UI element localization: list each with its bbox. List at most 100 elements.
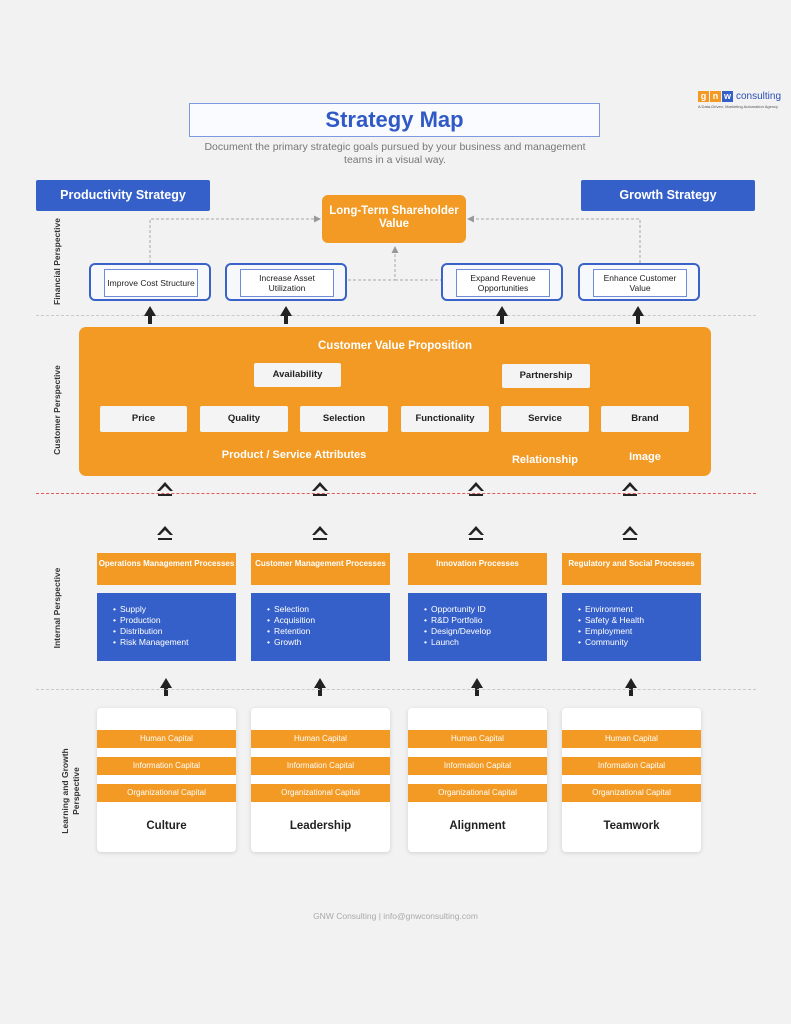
up-arrow-icon [144,306,156,324]
customer-value-title: Customer Value Proposition [318,340,472,352]
list-item: Production [113,615,236,626]
long-term-shareholder-value: Long-Term Shareholder Value [322,195,466,243]
capital-band: Information Capital [97,757,236,775]
perspective-divider [36,493,756,494]
learning-card: Human Capital Information Capital Organi… [408,708,547,852]
process-header: Customer Management Processes [251,553,390,585]
up-arrow-icon [632,306,644,324]
list-item: Opportunity ID [424,604,547,615]
fin-item-label: Expand Revenue Opportunities [456,269,550,297]
product-service-attributes-label: Product / Service Attributes [221,449,367,461]
up-arrow-icon [471,678,483,696]
cust-attr: Selection [300,406,388,432]
list-item: R&D Portfolio [424,615,547,626]
double-chevron-up-icon [312,482,328,496]
capital-band: Organizational Capital [251,784,390,802]
process-header: Operations Management Processes [97,553,236,585]
learning-card: Human Capital Information Capital Organi… [97,708,236,852]
double-chevron-up-icon [312,526,328,540]
internal-perspective-label: Internal Perspective [52,567,62,649]
capital-band: Organizational Capital [97,784,236,802]
list-item: Safety & Health [578,615,701,626]
cust-attr: Price [100,406,187,432]
logo-letter: n [710,91,721,102]
growth-strategy-label: Growth Strategy [581,180,755,211]
up-arrow-icon [160,678,172,696]
page-subtitle: Document the primary strategic goals pur… [204,141,586,166]
logo-letter: g [698,91,709,102]
fin-item-label: Improve Cost Structure [104,269,198,297]
learning-card-title: Teamwork [603,820,660,832]
list-item: Selection [267,604,390,615]
fin-item-label: Enhance Customer Value [593,269,687,297]
list-item: Growth [267,637,390,648]
process-header: Innovation Processes [408,553,547,585]
capital-band: Human Capital [562,730,701,748]
cust-availability: Availability [254,363,341,387]
capital-band: Human Capital [408,730,547,748]
process-list: Environment Safety & Health Employment C… [562,593,701,661]
fin-expand-revenue: Expand Revenue Opportunities [441,263,563,301]
capital-band: Human Capital [251,730,390,748]
perspective-divider [36,315,756,316]
image-label: Image [629,451,661,463]
learning-growth-perspective-label: Learning and Growth Perspective [60,748,81,834]
fin-enhance-value: Enhance Customer Value [578,263,700,301]
cust-attr: Brand [601,406,689,432]
learning-card: Human Capital Information Capital Organi… [251,708,390,852]
list-item: Acquisition [267,615,390,626]
capital-band: Information Capital [408,757,547,775]
capital-band: Information Capital [251,757,390,775]
logo-word: consulting [736,91,782,102]
capital-band: Organizational Capital [562,784,701,802]
list-item: Supply [113,604,236,615]
up-arrow-icon [496,306,508,324]
process-header: Regulatory and Social Processes [562,553,701,585]
list-item: Risk Management [113,637,236,648]
footer-contact[interactable]: GNW Consulting | info@gnwconsulting.com [313,911,478,921]
list-item: Distribution [113,626,236,637]
cust-partnership: Partnership [502,364,590,388]
process-list: Opportunity ID R&D Portfolio Design/Deve… [408,593,547,661]
list-item: Community [578,637,701,648]
double-chevron-up-icon [468,482,484,496]
up-arrow-icon [280,306,292,324]
process-list: Supply Production Distribution Risk Mana… [97,593,236,661]
cust-attr: Service [501,406,589,432]
fin-item-label: Increase Asset Utilization [240,269,334,297]
relationship-label: Relationship [511,454,578,466]
double-chevron-up-icon [622,482,638,496]
perspective-divider [36,689,756,690]
up-arrow-icon [625,678,637,696]
double-chevron-up-icon [157,482,173,496]
learning-card-title: Culture [146,820,187,832]
capital-band: Human Capital [97,730,236,748]
learning-card-title: Alignment [449,820,506,832]
page-title: Strategy Map [189,103,600,137]
logo-letter: w [722,91,733,102]
learning-card-title: Leadership [289,820,352,832]
learning-card: Human Capital Information Capital Organi… [562,708,701,852]
cust-attr: Functionality [401,406,489,432]
double-chevron-up-icon [157,526,173,540]
list-item: Launch [424,637,547,648]
up-arrow-icon [314,678,326,696]
list-item: Employment [578,626,701,637]
capital-band: Organizational Capital [408,784,547,802]
capital-band: Information Capital [562,757,701,775]
logo-tagline: A Data-Driven, Marketing Automation Agen… [698,104,779,109]
double-chevron-up-icon [622,526,638,540]
productivity-strategy-label: Productivity Strategy [36,180,210,211]
list-item: Design/Develop [424,626,547,637]
list-item: Environment [578,604,701,615]
cust-attr: Quality [200,406,288,432]
gnw-logo: g n w consulting A Data-Driven, Marketin… [698,91,788,115]
double-chevron-up-icon [468,526,484,540]
fin-improve-cost: Improve Cost Structure [89,263,211,301]
customer-value-panel [79,327,711,476]
fin-increase-asset: Increase Asset Utilization [225,263,347,301]
process-list: Selection Acquisition Retention Growth [251,593,390,661]
